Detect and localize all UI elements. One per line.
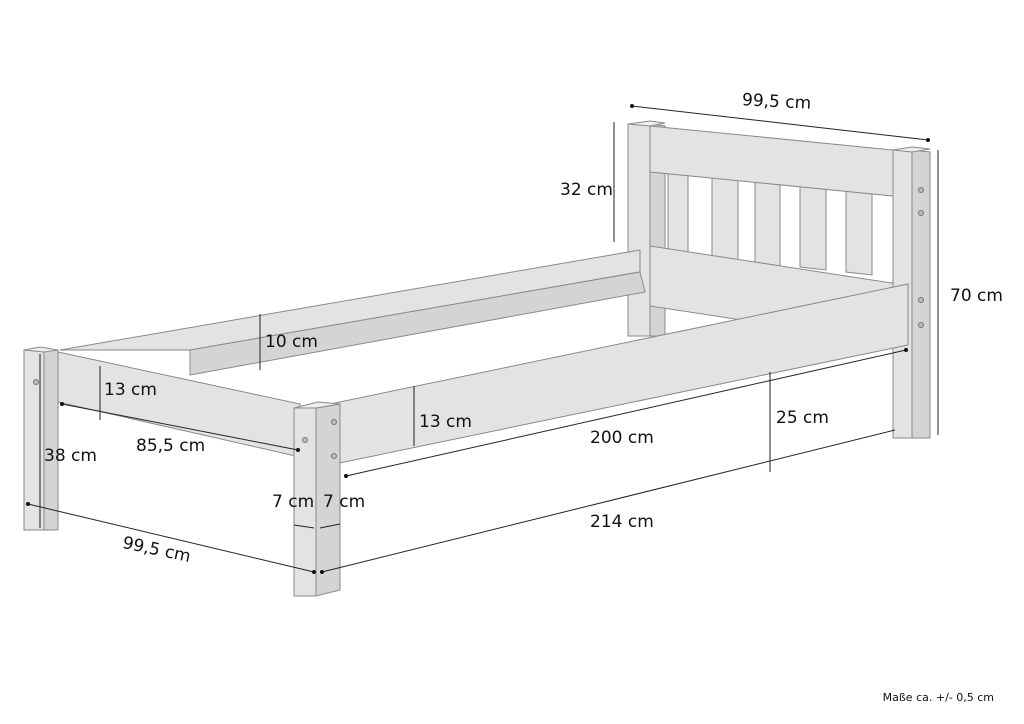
dim-side-rail-height: 13 cm	[419, 412, 472, 432]
dim-total-length: 214 cm	[590, 512, 654, 532]
foot-post-left	[23, 346, 59, 531]
dim-back-rail-height: 10 cm	[265, 332, 318, 352]
dim-floor-clearance: 25 cm	[776, 408, 829, 428]
dim-inner-length: 200 cm	[590, 428, 654, 448]
dim-post-depth: 7 cm	[272, 492, 315, 512]
dim-foot-rail-height: 13 cm	[104, 380, 157, 400]
dim-headboard-panel-height: 32 cm	[560, 180, 613, 200]
dim-inner-width: 85,5 cm	[136, 436, 206, 456]
dim-foot-height: 38 cm	[44, 446, 97, 466]
foot-post-right	[293, 401, 341, 597]
dim-headboard-total-height: 70 cm	[950, 286, 1003, 306]
back-side-rail	[59, 249, 646, 376]
dimension-lines	[26, 104, 939, 574]
dim-post-width: 7 cm	[323, 492, 366, 512]
dim-headboard-width: 99,5 cm	[741, 90, 812, 114]
tolerance-note: Maße ca. +/- 0,5 cm	[882, 691, 994, 704]
